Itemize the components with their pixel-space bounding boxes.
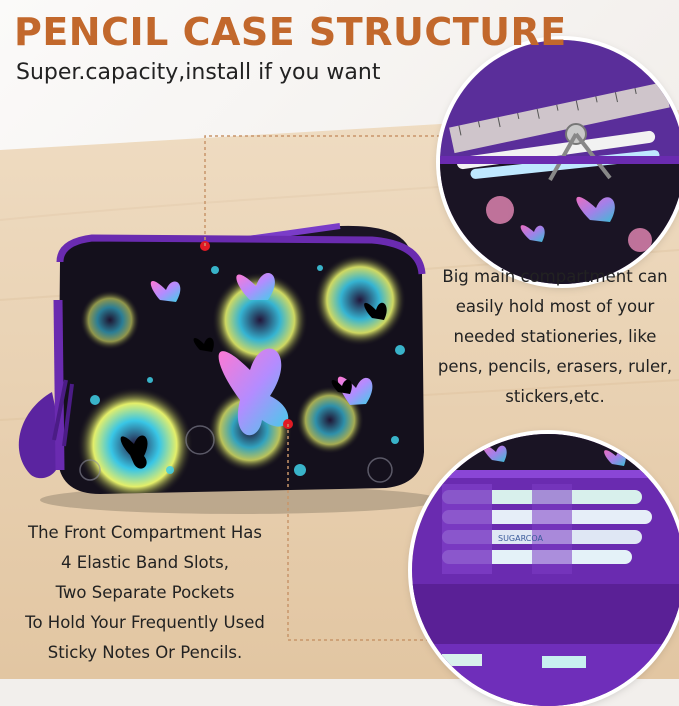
front-compartment-line: Two Separate Pockets	[55, 583, 235, 602]
main-compartment-inset	[440, 40, 679, 284]
page-title: PENCIL CASE STRUCTURE	[14, 10, 567, 54]
main-compartment-line: Big main compartment can	[442, 267, 668, 286]
front-compartment-line: Sticky Notes Or Pencils.	[47, 643, 243, 662]
main-compartment-line: needed stationeries, like	[453, 327, 657, 346]
pen-brand-label: SUGARCOA	[498, 534, 544, 543]
main-compartment-line: easily hold most of your	[455, 297, 655, 316]
front-compartment-line: To Hold Your Frequently Used	[25, 613, 265, 632]
main-compartment-line: pens, pencils, erasers, ruler,	[437, 357, 673, 376]
main-compartment-description: Big main compartment can easily hold mos…	[432, 262, 678, 412]
front-compartment-description: The Front Compartment Has 4 Elastic Band…	[0, 518, 290, 668]
front-compartment-line: The Front Compartment Has	[28, 523, 262, 542]
pencil-case-illustration	[18, 223, 440, 514]
front-compartment-inset: SUGARCOA	[412, 434, 679, 706]
page-subtitle: Super.capacity,install if you want	[16, 60, 381, 85]
callout-lines	[204, 135, 460, 641]
main-compartment-line: stickers,etc.	[505, 387, 605, 406]
front-compartment-line: 4 Elastic Band Slots,	[61, 553, 229, 572]
